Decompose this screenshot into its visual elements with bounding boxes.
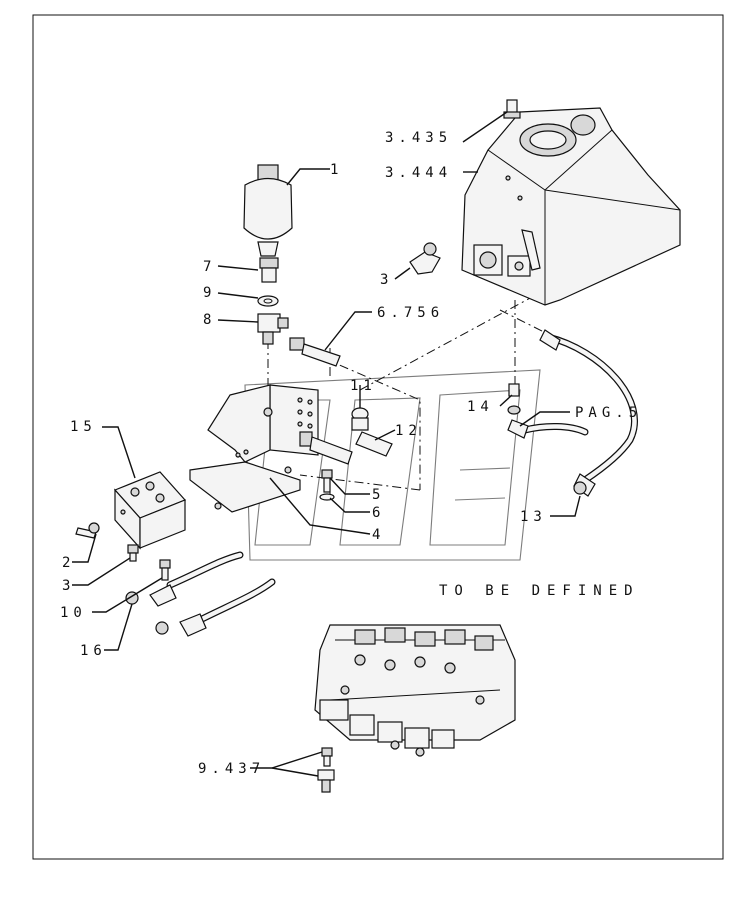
drawing-border	[32, 14, 724, 860]
callout-10: 10	[60, 605, 87, 621]
callout-3-block: 3	[62, 578, 75, 594]
callout-6: 6	[372, 505, 385, 521]
straight-connector	[159, 559, 171, 581]
hose-nipple	[355, 431, 393, 457]
callout-12: 12	[395, 423, 422, 439]
callout-labels: 3.435 3.444 1 7 9 8 3 6.756 11 12 14 PAG…	[60, 130, 642, 777]
mounting-bolt	[289, 337, 341, 367]
bracket-bolt	[321, 469, 333, 493]
callout-1: 1	[330, 162, 343, 178]
callout-13: 13	[520, 509, 547, 525]
accumulator	[243, 164, 293, 257]
manifold-block	[113, 471, 187, 550]
tank-breather-plug	[503, 99, 521, 119]
banjo-fitting	[351, 407, 369, 431]
hydraulic-tank	[461, 107, 681, 306]
elbow-fitting-tank	[409, 242, 441, 275]
banjo-bolt	[299, 431, 353, 465]
callout-16: 16	[80, 643, 107, 659]
callout-3444: 3.444	[385, 165, 452, 181]
mounting-bracket	[189, 384, 319, 513]
callout-9: 9	[203, 285, 216, 301]
to-be-defined-note: TO BE DEFINED	[439, 583, 640, 599]
adapter-fitting	[259, 257, 279, 283]
pilot-hose-pair	[125, 551, 276, 637]
callout-7: 7	[203, 259, 216, 275]
valve-fitting-lower	[317, 769, 335, 793]
callout-11: 11	[350, 378, 377, 394]
callout-2: 2	[62, 555, 75, 571]
block-screw	[75, 522, 100, 539]
callout-8: 8	[203, 312, 216, 328]
pilot-hose-stub	[507, 419, 589, 439]
tank-return-fitting	[507, 383, 521, 415]
callout-5: 5	[372, 487, 385, 503]
sealing-washer	[257, 295, 279, 307]
control-valve-bank	[314, 624, 516, 757]
valve-fitting-upper	[321, 747, 333, 767]
callout-6756: 6.756	[377, 305, 444, 321]
callout-9437: 9.437	[198, 761, 265, 777]
callout-15: 15	[70, 419, 97, 435]
callout-3-tank: 3	[380, 272, 393, 288]
block-fitting	[127, 544, 139, 562]
leader-lines	[72, 111, 581, 777]
callout-14: 14	[467, 399, 494, 415]
accumulator-hose	[539, 329, 638, 497]
tee-fitting	[257, 313, 289, 345]
callout-3435: 3.435	[385, 130, 452, 146]
callout-pag5: PAG.5	[575, 405, 642, 421]
callout-4: 4	[372, 527, 385, 543]
